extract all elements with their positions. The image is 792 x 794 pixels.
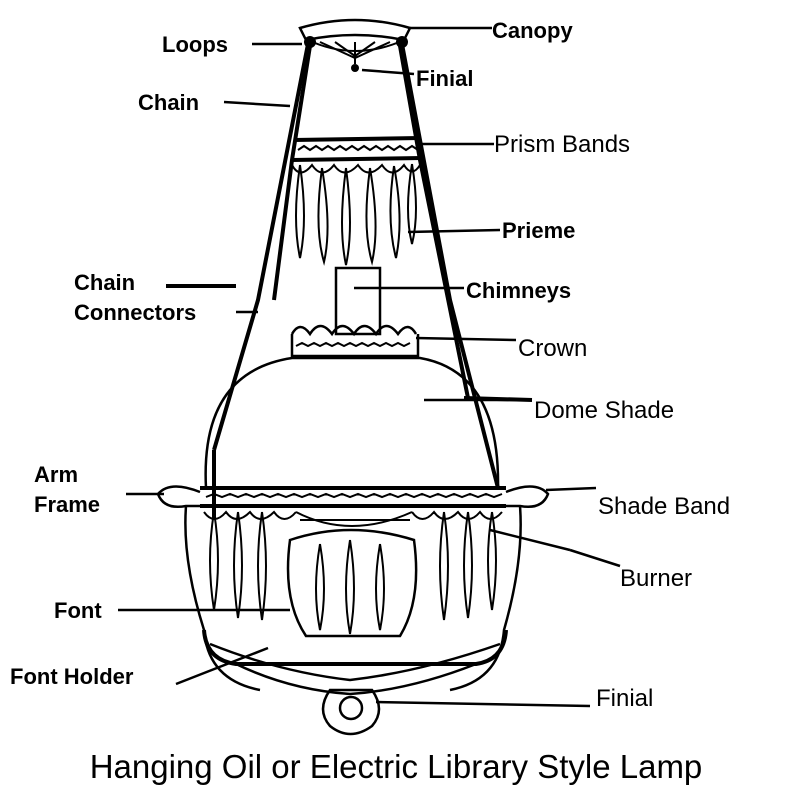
label-dome-shade: Dome Shade [534,397,674,424]
label-font: Font [54,598,102,623]
label-arm-frame-line1: Arm [34,462,78,487]
upper-prism-band [291,136,423,162]
upper-prisms [291,163,421,266]
font-holder-shape [202,629,508,696]
diagram-caption: Hanging Oil or Electric Library Style La… [90,748,703,785]
bottom-finial-shape [321,688,381,736]
burner-shape [295,511,413,527]
label-chain: Chain [138,90,199,115]
label-chain-connectors-line2: Connectors [74,300,196,325]
chimney-shape [334,266,382,336]
label-canopy: Canopy [492,18,573,43]
label-prisms: Prieme [502,218,575,243]
canopy-shape [298,18,412,60]
label-font-holder: Font Holder [10,664,134,689]
label-loops: Loops [162,32,228,57]
leader-lines [118,26,621,708]
dome-shade-shape [204,356,500,489]
crown-shape [290,324,420,358]
label-finial-top: Finial [416,66,473,91]
label-burner: Burner [620,565,692,592]
shade-band-shape [200,486,506,508]
label-finial-bottom: Finial [596,685,653,712]
chains [212,43,500,520]
label-shade-band: Shade Band [598,493,730,520]
label-crown: Crown [518,335,587,362]
label-chain-connectors-line1: Chain [74,270,135,295]
label-prism-bands: Prism Bands [494,131,630,158]
top-finial-shape [351,58,359,72]
label-arm-frame-line2: Frame [34,492,100,517]
font-shape [286,528,418,638]
label-chimneys: Chimneys [466,278,571,303]
lower-prisms [203,510,503,621]
